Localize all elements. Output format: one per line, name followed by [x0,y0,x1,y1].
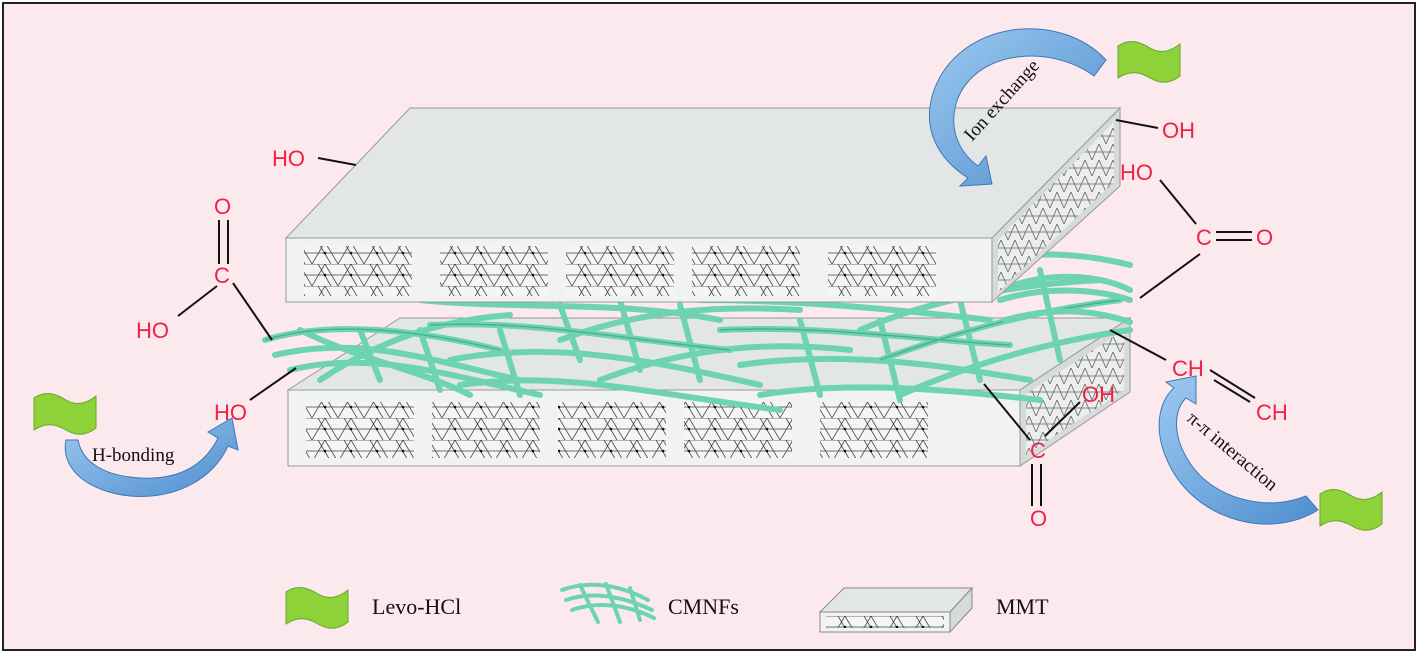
carboxyl-right-top-c: C [1196,225,1212,250]
hydroxyl-left-label: HO [272,146,305,171]
cmnf-front-fibers [997,287,1133,325]
bond-lines [177,119,1256,506]
carboxyl-right-bottom-o: O [1030,506,1047,531]
levo-hcl-flag-right [1319,489,1383,531]
legend-drug-icon [285,587,349,629]
h-bonding-arrow [64,417,239,497]
levo-hcl-flag-left [33,393,97,435]
mmt-bottom-slab [286,317,1132,467]
ion-exchange-arrow [929,28,1107,187]
pi-pi-arrow [1158,375,1319,525]
vinyl-ch1: CH [1172,356,1204,381]
h-bonding-label: H-bonding [92,445,175,466]
carboxyl-right-top-ho: HO [1120,160,1153,185]
mmt-top-slab [284,106,1122,304]
legend-clay-label: MMT [996,594,1049,619]
legend-clay-icon [818,586,974,634]
legend-fiber-icon [560,582,656,624]
carboxyl-right-bottom-oh: OH [1082,382,1115,407]
vinyl-ch2: CH [1256,400,1288,425]
hydroxyl-right-label: OH [1162,118,1195,143]
carboxyl-right-bottom-c: C [1030,438,1046,463]
levo-hcl-flag-top [1117,41,1181,83]
legend-fiber-label: CMNFs [668,594,739,619]
carboxyl-left-o: O [214,194,231,219]
carboxyl-right-top-o: O [1256,225,1273,250]
carboxyl-left-ho: HO [136,318,169,343]
carboxyl-left-c: C [214,263,230,288]
legend-drug-label: Levo-HCl [372,594,461,619]
legend: Levo-HCl CMNFs MMT [285,582,1049,634]
